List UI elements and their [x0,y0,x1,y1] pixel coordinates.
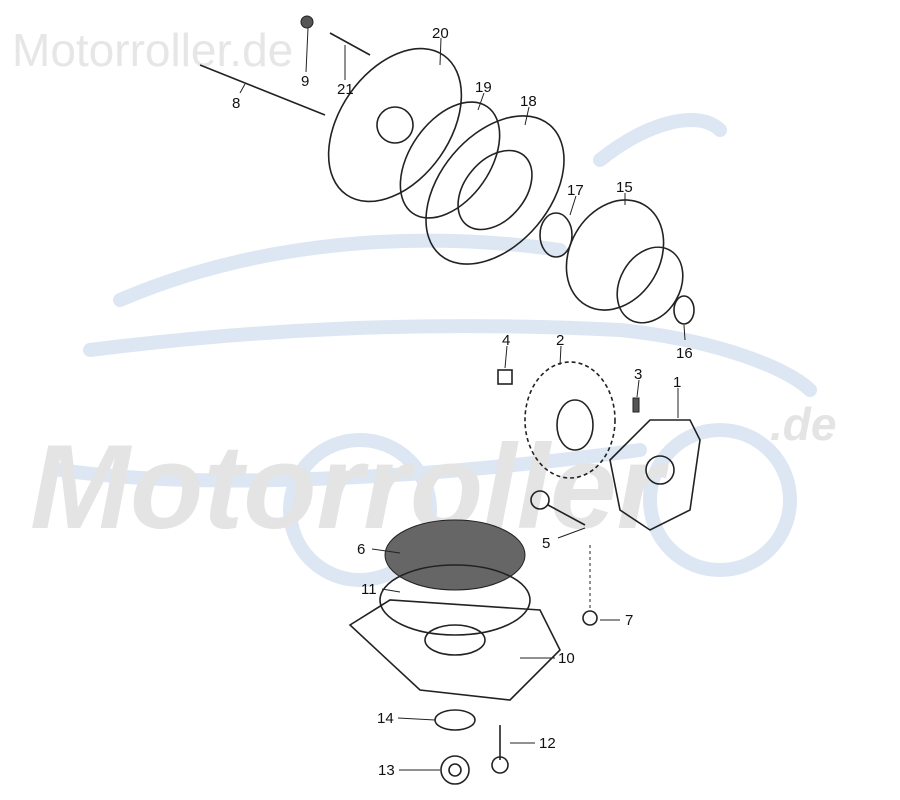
callout-12: 12 [539,735,556,752]
callout-5: 5 [542,535,550,552]
watermark-suffix: .de [770,398,836,450]
scooter-watermark [53,113,817,587]
callout-9: 9 [301,73,309,90]
part-12-bolt [491,725,509,774]
callout-18: 18 [520,93,537,110]
callout-3: 3 [634,366,642,383]
watermark-bottom: Motorroller [30,420,670,554]
part-3-pin [632,397,640,413]
part-6-screen [384,519,526,591]
callout-14: 14 [377,710,394,727]
part-15-filter [565,199,684,324]
watermark-top: Motorroller.de [12,24,293,76]
callout-19: 19 [475,79,492,96]
callout-6: 6 [357,541,365,558]
callout-16: 16 [676,345,693,362]
part-19-oring [399,101,501,219]
part-4-clip [497,369,513,385]
part-21-pin [329,32,371,56]
callout-15: 15 [616,179,633,196]
callout-13: 13 [378,762,395,779]
part-5-bolt [530,490,586,526]
part-1-pump [609,419,701,531]
part-14-washer [434,709,476,731]
part-18-gasket [425,115,565,265]
callout-7: 7 [625,612,633,629]
part-20-cover [327,47,463,203]
part-10-cover [348,599,561,701]
part-17-spring [539,212,573,258]
callout-8: 8 [232,95,240,112]
part-13-plug [440,755,470,785]
callout-21: 21 [337,81,354,98]
callout-1: 1 [673,374,681,391]
leader-lines [239,27,686,771]
part-2-sprocket [524,361,616,479]
part-8-shaft [199,64,326,116]
callout-10: 10 [558,650,575,667]
part-11-oring [379,564,531,636]
part-16-oring [673,295,695,325]
callout-20: 20 [432,25,449,42]
part-7-screw [582,545,598,626]
callout-17: 17 [567,182,584,199]
callout-2: 2 [556,332,564,349]
callout-11: 11 [361,581,377,598]
part-9-nut [300,15,314,29]
callout-4: 4 [502,332,510,349]
